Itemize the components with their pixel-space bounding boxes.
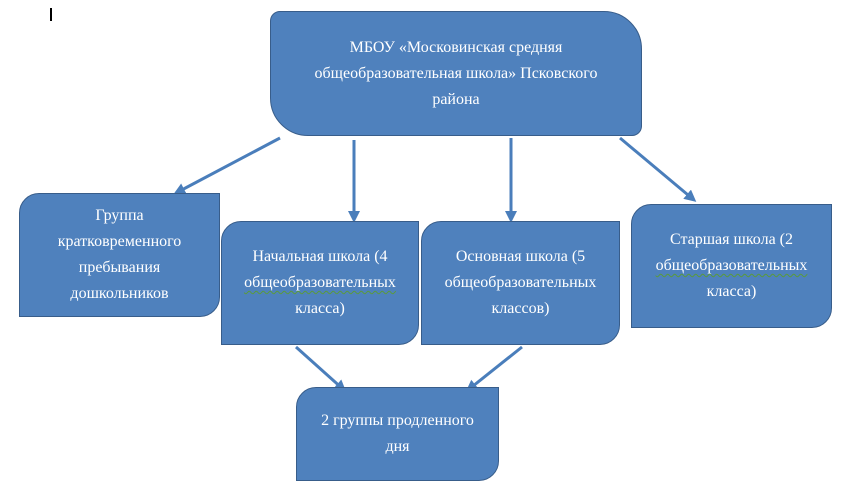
node-preschool-group: Группа кратковременного пребывания дошко… <box>19 193 220 317</box>
node-preschool-line-2: кратковременного <box>57 233 182 250</box>
node-root-line-2: общеобразовательная школа» Псковского <box>314 64 598 82</box>
node-school-root: МБОУ «Московинская средняя общеобразоват… <box>270 11 642 136</box>
node-primary-line-2: общеобразовательных <box>244 274 396 291</box>
text-cursor <box>50 8 52 21</box>
node-basic-school: Основная школа (5 общеобразовательных кл… <box>421 221 620 345</box>
node-senior-line-3: класса) <box>706 283 757 300</box>
node-basic-line-3: классов) <box>491 300 550 317</box>
node-senior-line-2: общеобразовательных <box>655 257 808 274</box>
node-senior-school: Старшая школа (2 общеобразовательных кла… <box>631 204 832 328</box>
node-preschool-line-4: дошкольников <box>70 285 169 302</box>
node-basic-line-1: Основная школа (5 <box>455 248 586 265</box>
node-extended-line-2: дня <box>385 438 410 455</box>
arrow-basic-to-extended <box>465 345 523 392</box>
node-preschool-line-3: пребывания <box>78 259 161 276</box>
node-extended-line-1: 2 группы продленного <box>321 412 474 429</box>
node-basic-line-2: общеобразовательных <box>444 274 597 291</box>
node-root-line-3: района <box>432 90 480 108</box>
node-primary-school: Начальная школа (4 общеобразовательных к… <box>221 221 419 345</box>
node-root-line-1: МБОУ «Московинская средняя <box>349 38 563 56</box>
node-primary-line-3: класса) <box>295 300 345 317</box>
node-senior-line-1: Старшая школа (2 <box>669 231 793 248</box>
node-extended-day-groups: 2 группы продленного дня <box>296 387 499 481</box>
arrow-primary-to-extended <box>294 345 347 393</box>
arrow-root-to-senior <box>619 136 697 202</box>
node-primary-line-1: Начальная школа (4 <box>252 248 388 265</box>
node-preschool-line-1: Группа <box>95 207 144 224</box>
arrow-root-to-preschool <box>173 136 281 195</box>
